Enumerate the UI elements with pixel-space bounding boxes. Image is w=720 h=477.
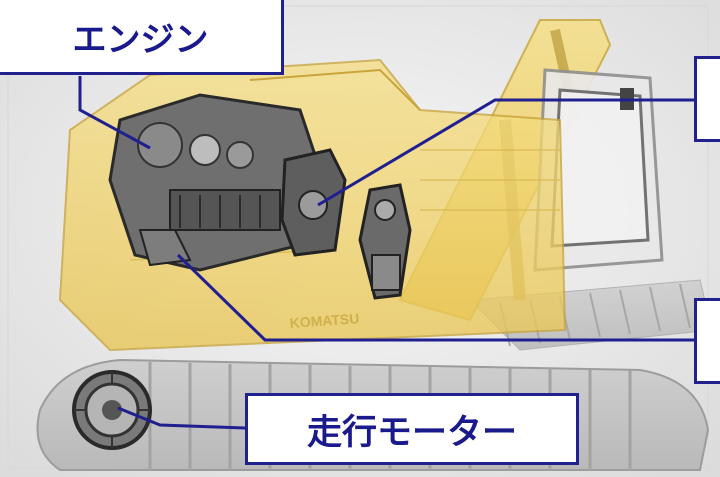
- engine-label-text: エンジン: [72, 19, 209, 60]
- komatsu-logo: KOMATSU: [289, 310, 360, 331]
- swing-motor-image: [358, 183, 412, 300]
- control-valve-label: [694, 298, 720, 384]
- leader-lines: [78, 76, 694, 430]
- hydraulic-pump-image: [280, 148, 347, 257]
- travel-motor-image: [72, 370, 152, 450]
- travel-motor-label-text: 走行モーター: [306, 412, 517, 453]
- motor-leader: [117, 406, 246, 430]
- hydraulic-pump-label: [694, 56, 720, 142]
- engine-label: エンジン: [0, 0, 284, 75]
- engine-leader: [78, 76, 151, 150]
- pump-leader: [317, 98, 694, 207]
- control-leader: [176, 253, 694, 342]
- travel-motor-label: 走行モーター: [245, 393, 579, 465]
